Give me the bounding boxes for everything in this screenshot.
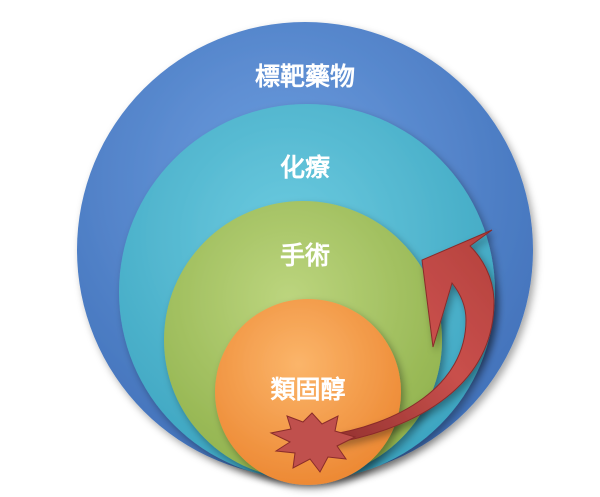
ring-surgery-label: 手術 [280, 241, 330, 270]
curved-arrow [321, 229, 495, 445]
ring-targeted-therapy-label: 標靶藥物 [255, 62, 355, 91]
ring-steroid-label: 類固醇 [270, 375, 345, 404]
starburst-icon [269, 412, 357, 473]
ring-chemotherapy-label: 化療 [280, 153, 330, 182]
